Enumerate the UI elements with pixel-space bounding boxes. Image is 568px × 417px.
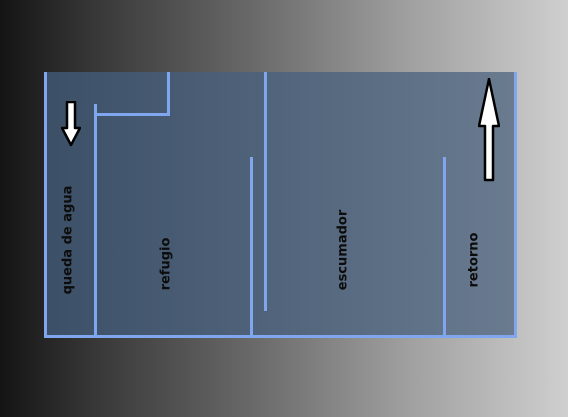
sump-tank [45,72,515,337]
arrow-down-icon [61,101,81,147]
section-label-retorno: retorno [466,232,482,288]
section-label-queda-de-agua: queda de agua [60,185,76,295]
baffle-queda-refugio [94,104,97,335]
baffle-refugio-top-ledge [94,113,170,116]
baffle-escumador-top [264,72,267,311]
tank-bottom-wall [44,335,517,338]
baffle-refugio-top-post [167,72,170,116]
tank-left-wall [44,72,47,338]
arrow-up-icon [478,78,500,182]
tank-right-wall [514,72,517,338]
section-label-refugio: refugio [158,237,174,291]
baffle-refugio-escumador [250,157,253,335]
baffle-escumador-retorno [443,157,446,335]
section-label-escumador: escumador [335,209,351,291]
